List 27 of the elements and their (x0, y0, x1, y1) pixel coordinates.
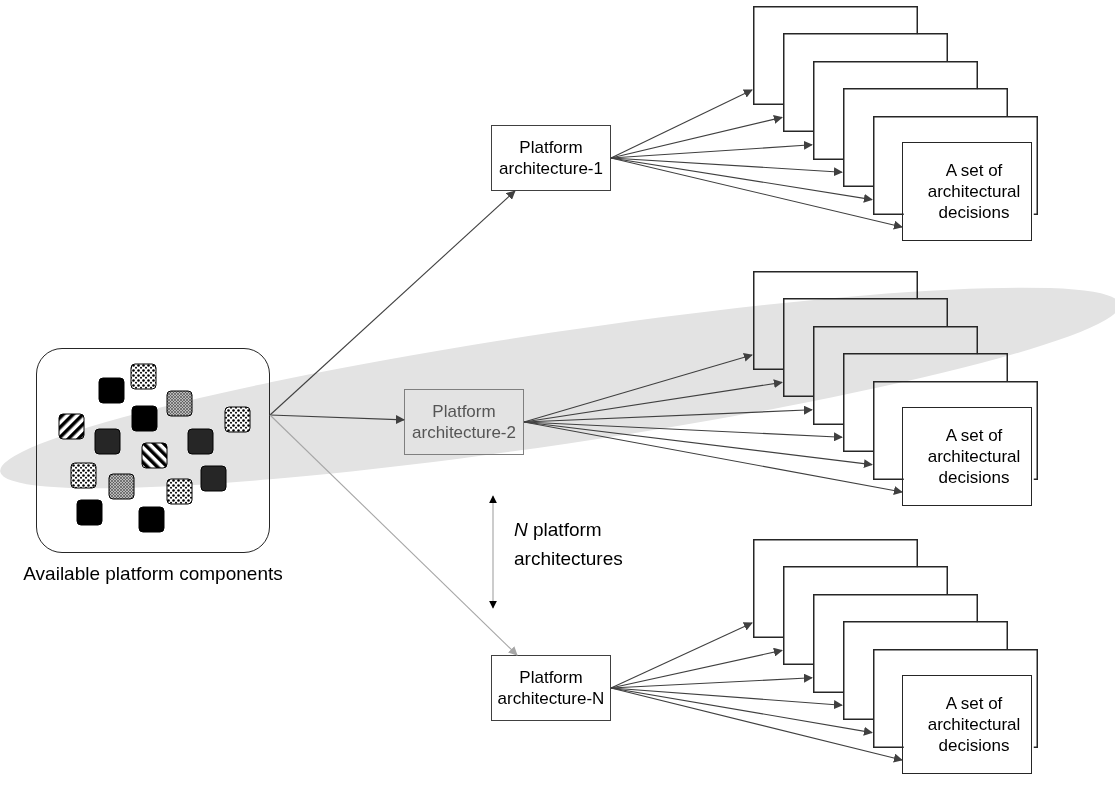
decision-card: A set of architectural decisions (902, 142, 1032, 241)
stacked-card (782, 32, 947, 132)
decision-card: A set of architectural decisions (902, 675, 1032, 774)
stacked-card (752, 538, 917, 637)
stacked-card (842, 352, 1007, 452)
arrow (269, 414, 405, 425)
stacked-card (842, 87, 1007, 187)
stacked-card (812, 324, 977, 424)
arrow (269, 190, 516, 416)
arrow (610, 687, 903, 763)
process-box: Platform architecture-2 (404, 389, 524, 455)
process-box: Platform architecture-N (491, 655, 611, 721)
process-box: Platform architecture-1 (491, 125, 611, 191)
decision-card: A set of architectural decisions (902, 407, 1032, 506)
stacked-card (782, 297, 947, 397)
stacked-card (752, 5, 917, 104)
panel-caption: Available platform components (23, 563, 283, 585)
arrow (610, 89, 753, 159)
stacked-card (812, 592, 977, 692)
arrow (610, 157, 903, 230)
stacked-card (752, 270, 917, 369)
stacked-card (782, 565, 947, 665)
annotation-text: N platform architectures (514, 518, 624, 571)
arrow (269, 414, 518, 656)
stacked-card (812, 59, 977, 159)
stacked-card (842, 620, 1007, 720)
arrow (610, 622, 753, 689)
